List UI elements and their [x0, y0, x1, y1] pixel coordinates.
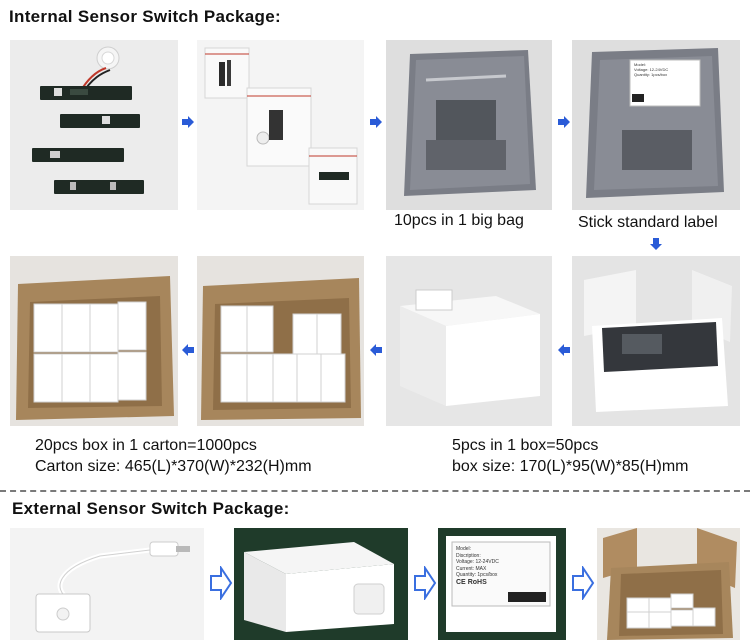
external-section-title: External Sensor Switch Package:: [12, 499, 290, 518]
arrow-left-icon: [370, 344, 382, 356]
ext-label-description: Discription:: [456, 552, 481, 559]
caption-carton-quantity: 20pcs box in 1 carton=1000pcs: [35, 437, 257, 454]
arrow-right-icon: [370, 116, 382, 128]
arrow-right-outline-icon: [209, 566, 233, 600]
photo-big-bag: [386, 40, 552, 210]
caption-box-size: box size: 170(L)*95(W)*85(H)mm: [452, 458, 689, 475]
photo-external-labeled-box: Model: Discription: Voltage: 12-24VDC Cu…: [438, 528, 566, 640]
photo-small-bags: [197, 40, 364, 210]
label-model: Model:: [634, 62, 647, 67]
ext-label-quantity: Quantity: 1pcs/box: [456, 572, 498, 578]
arrow-right-outline-icon: [571, 566, 595, 600]
arrow-left-icon: [558, 344, 570, 356]
label-voltage: Voltage: 12-24VDC: [634, 67, 669, 72]
ce-mark: CE: [456, 578, 466, 586]
photo-carton-full: [10, 256, 178, 426]
arrow-down-icon: [650, 238, 662, 250]
arrow-right-icon: [182, 116, 194, 128]
photo-external-carton: [597, 528, 740, 640]
label-quantity: Quantity: 1pcs/box: [634, 72, 668, 77]
arrow-right-outline-icon: [413, 566, 437, 600]
section-divider: [0, 490, 750, 492]
caption-box-quantity: 5pcs in 1 box=50pcs: [452, 437, 599, 454]
photo-open-box: [572, 256, 740, 426]
internal-section-title: Internal Sensor Switch Package:: [9, 7, 281, 26]
photo-labeled-bag: Model: Voltage: 12-24VDC Quantity: 1pcs/…: [572, 40, 740, 210]
arrow-right-icon: [558, 116, 570, 128]
arrow-left-icon: [182, 344, 194, 356]
ext-label-voltage: Voltage: 12-24VDC: [456, 559, 499, 565]
photo-pcb-boards: [10, 40, 178, 210]
photo-carton-filling: [197, 256, 364, 426]
caption-big-bag: 10pcs in 1 big bag: [394, 212, 524, 229]
caption-standard-label: Stick standard label: [578, 214, 718, 231]
photo-white-box: [386, 256, 552, 426]
photo-external-box-open: [234, 528, 408, 640]
ext-label-current: Current: MAX: [456, 565, 487, 572]
rohs-mark: RoHS: [467, 578, 487, 586]
photo-external-switch: [10, 528, 204, 640]
caption-carton-size: Carton size: 465(L)*370(W)*232(H)mm: [35, 458, 312, 475]
ext-label-model: Model:: [456, 546, 472, 552]
